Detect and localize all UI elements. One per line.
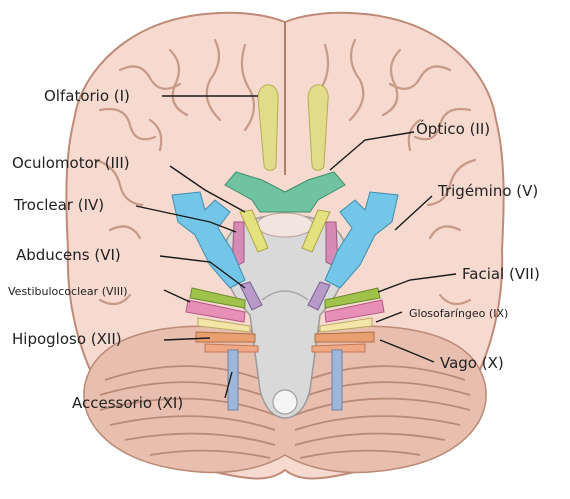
label-troclear: Troclear (IV) [13,196,104,214]
label-facial: Facial (VII) [462,265,540,283]
label-vestibulococlear: Vestibulococlear (VIII) [8,285,128,298]
label-trigemino: Trigémino (V) [437,182,538,200]
label-hipogloso: Hipogloso (XII) [12,330,122,348]
label-olfatorio: Olfatorio (I) [44,87,130,105]
label-glosofaringeo: Glosofaríngeo (IX) [409,307,508,320]
label-abducens: Abducens (VI) [16,246,121,264]
label-accessorio: Accessorio (XI) [72,394,183,412]
label-vago: Vago (X) [440,354,504,372]
label-oculomotor: Oculomotor (III) [12,154,130,172]
label-optico: Óptico (II) [416,119,490,138]
